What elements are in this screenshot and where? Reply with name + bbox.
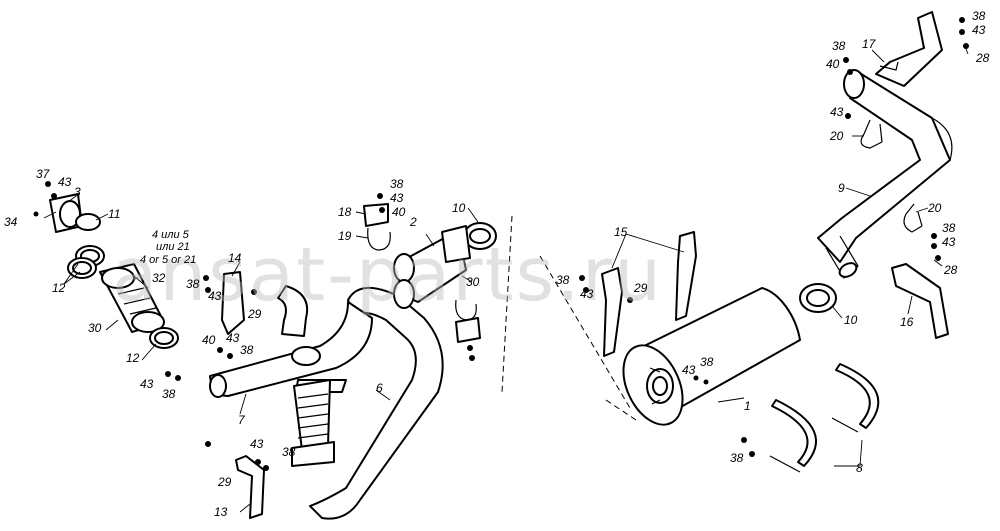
callout-6: 6 bbox=[376, 381, 383, 395]
callout-38-d: 38 bbox=[282, 445, 296, 459]
clamp-30-right bbox=[455, 299, 481, 343]
note-variant-3: 4 or 5 or 21 bbox=[140, 254, 196, 266]
callout-29-left: 29 bbox=[247, 307, 262, 321]
callout-3: 3 bbox=[74, 185, 81, 199]
y-pipe-2 bbox=[393, 225, 471, 309]
callout-43-f: 43 bbox=[390, 191, 404, 205]
tailpipe bbox=[817, 69, 953, 279]
callout-40-c: 40 bbox=[826, 57, 840, 71]
callout-38-b: 38 bbox=[240, 343, 254, 357]
callout-43-d: 43 bbox=[140, 377, 154, 391]
callout-13: 13 bbox=[214, 505, 228, 519]
callout-2: 2 bbox=[409, 215, 417, 229]
callout-16: 16 bbox=[900, 315, 914, 329]
callout-43-a: 43 bbox=[58, 175, 72, 189]
callout-20-top: 20 bbox=[829, 129, 844, 143]
callout-29-right: 29 bbox=[633, 281, 648, 295]
callout-12-top: 12 bbox=[52, 281, 66, 295]
clamp-rings-10 bbox=[463, 222, 837, 313]
cap-3 bbox=[49, 193, 83, 233]
callout-38-f: 38 bbox=[556, 273, 570, 287]
callout-43-g: 43 bbox=[580, 287, 594, 301]
callout-38-j: 38 bbox=[942, 221, 956, 235]
callout-38-i: 38 bbox=[832, 39, 846, 53]
straps-8 bbox=[769, 363, 880, 473]
callout-43-c: 43 bbox=[226, 331, 240, 345]
gasket-11 bbox=[75, 213, 101, 231]
callout-34: 34 bbox=[4, 215, 18, 229]
callout-8: 8 bbox=[856, 461, 863, 475]
watermark: ansat-parts.ru bbox=[112, 232, 663, 318]
callout-7: 7 bbox=[238, 413, 246, 427]
callout-38-a: 38 bbox=[186, 277, 200, 291]
callout-28-top: 28 bbox=[975, 51, 990, 65]
rings-12 bbox=[67, 245, 179, 349]
callout-12-bottom: 12 bbox=[126, 351, 140, 365]
callout-32: 32 bbox=[152, 271, 166, 285]
callout-43-i: 43 bbox=[830, 105, 844, 119]
callout-11: 11 bbox=[108, 207, 120, 221]
callout-10-left: 10 bbox=[452, 201, 466, 215]
bracket-14 bbox=[221, 271, 245, 335]
callout-30-center: 30 bbox=[466, 275, 480, 289]
callout-38-k: 38 bbox=[972, 9, 986, 23]
callout-43-b: 43 bbox=[208, 289, 222, 303]
bracket-17 bbox=[875, 11, 943, 87]
bellows-30-left bbox=[99, 263, 165, 333]
callout-38-h: 38 bbox=[730, 451, 744, 465]
bracket-13 bbox=[235, 455, 265, 519]
callout-43-h: 43 bbox=[682, 363, 696, 377]
callout-10-right: 10 bbox=[844, 313, 858, 327]
callout-14: 14 bbox=[228, 251, 242, 265]
bellows-30-center bbox=[291, 379, 335, 467]
callout-38-g: 38 bbox=[700, 355, 714, 369]
callout-18: 18 bbox=[338, 205, 352, 219]
callout-17: 17 bbox=[862, 37, 877, 51]
bracket-16 bbox=[891, 263, 949, 339]
callout-38-e: 38 bbox=[390, 177, 404, 191]
callout-20-right: 20 bbox=[927, 201, 942, 215]
callout-9: 9 bbox=[838, 181, 845, 195]
callout-43-e: 43 bbox=[250, 437, 264, 451]
fasteners bbox=[33, 17, 969, 471]
callout-38-c: 38 bbox=[162, 387, 176, 401]
callout-43-j: 43 bbox=[942, 235, 956, 249]
callout-28-right: 28 bbox=[943, 263, 958, 277]
brackets-15 bbox=[601, 231, 697, 357]
callout-40-b: 40 bbox=[202, 333, 216, 347]
callout-15: 15 bbox=[614, 225, 628, 239]
guide-line-3 bbox=[605, 399, 637, 421]
note-variant-1: 4 или 5 bbox=[152, 229, 190, 241]
callout-19: 19 bbox=[338, 229, 352, 243]
callout-30-left: 30 bbox=[88, 321, 102, 335]
pipe-7 bbox=[209, 285, 373, 398]
muffler bbox=[622, 287, 801, 426]
bracket-19 bbox=[367, 227, 391, 251]
callout-40-a: 40 bbox=[392, 205, 406, 219]
callout-29-bottom: 29 bbox=[217, 475, 232, 489]
bracket-18 bbox=[363, 203, 389, 227]
callout-37: 37 bbox=[36, 167, 51, 181]
callout-43-k: 43 bbox=[972, 23, 986, 37]
note-variant-2: или 21 bbox=[156, 241, 190, 253]
callout-1: 1 bbox=[744, 399, 751, 413]
